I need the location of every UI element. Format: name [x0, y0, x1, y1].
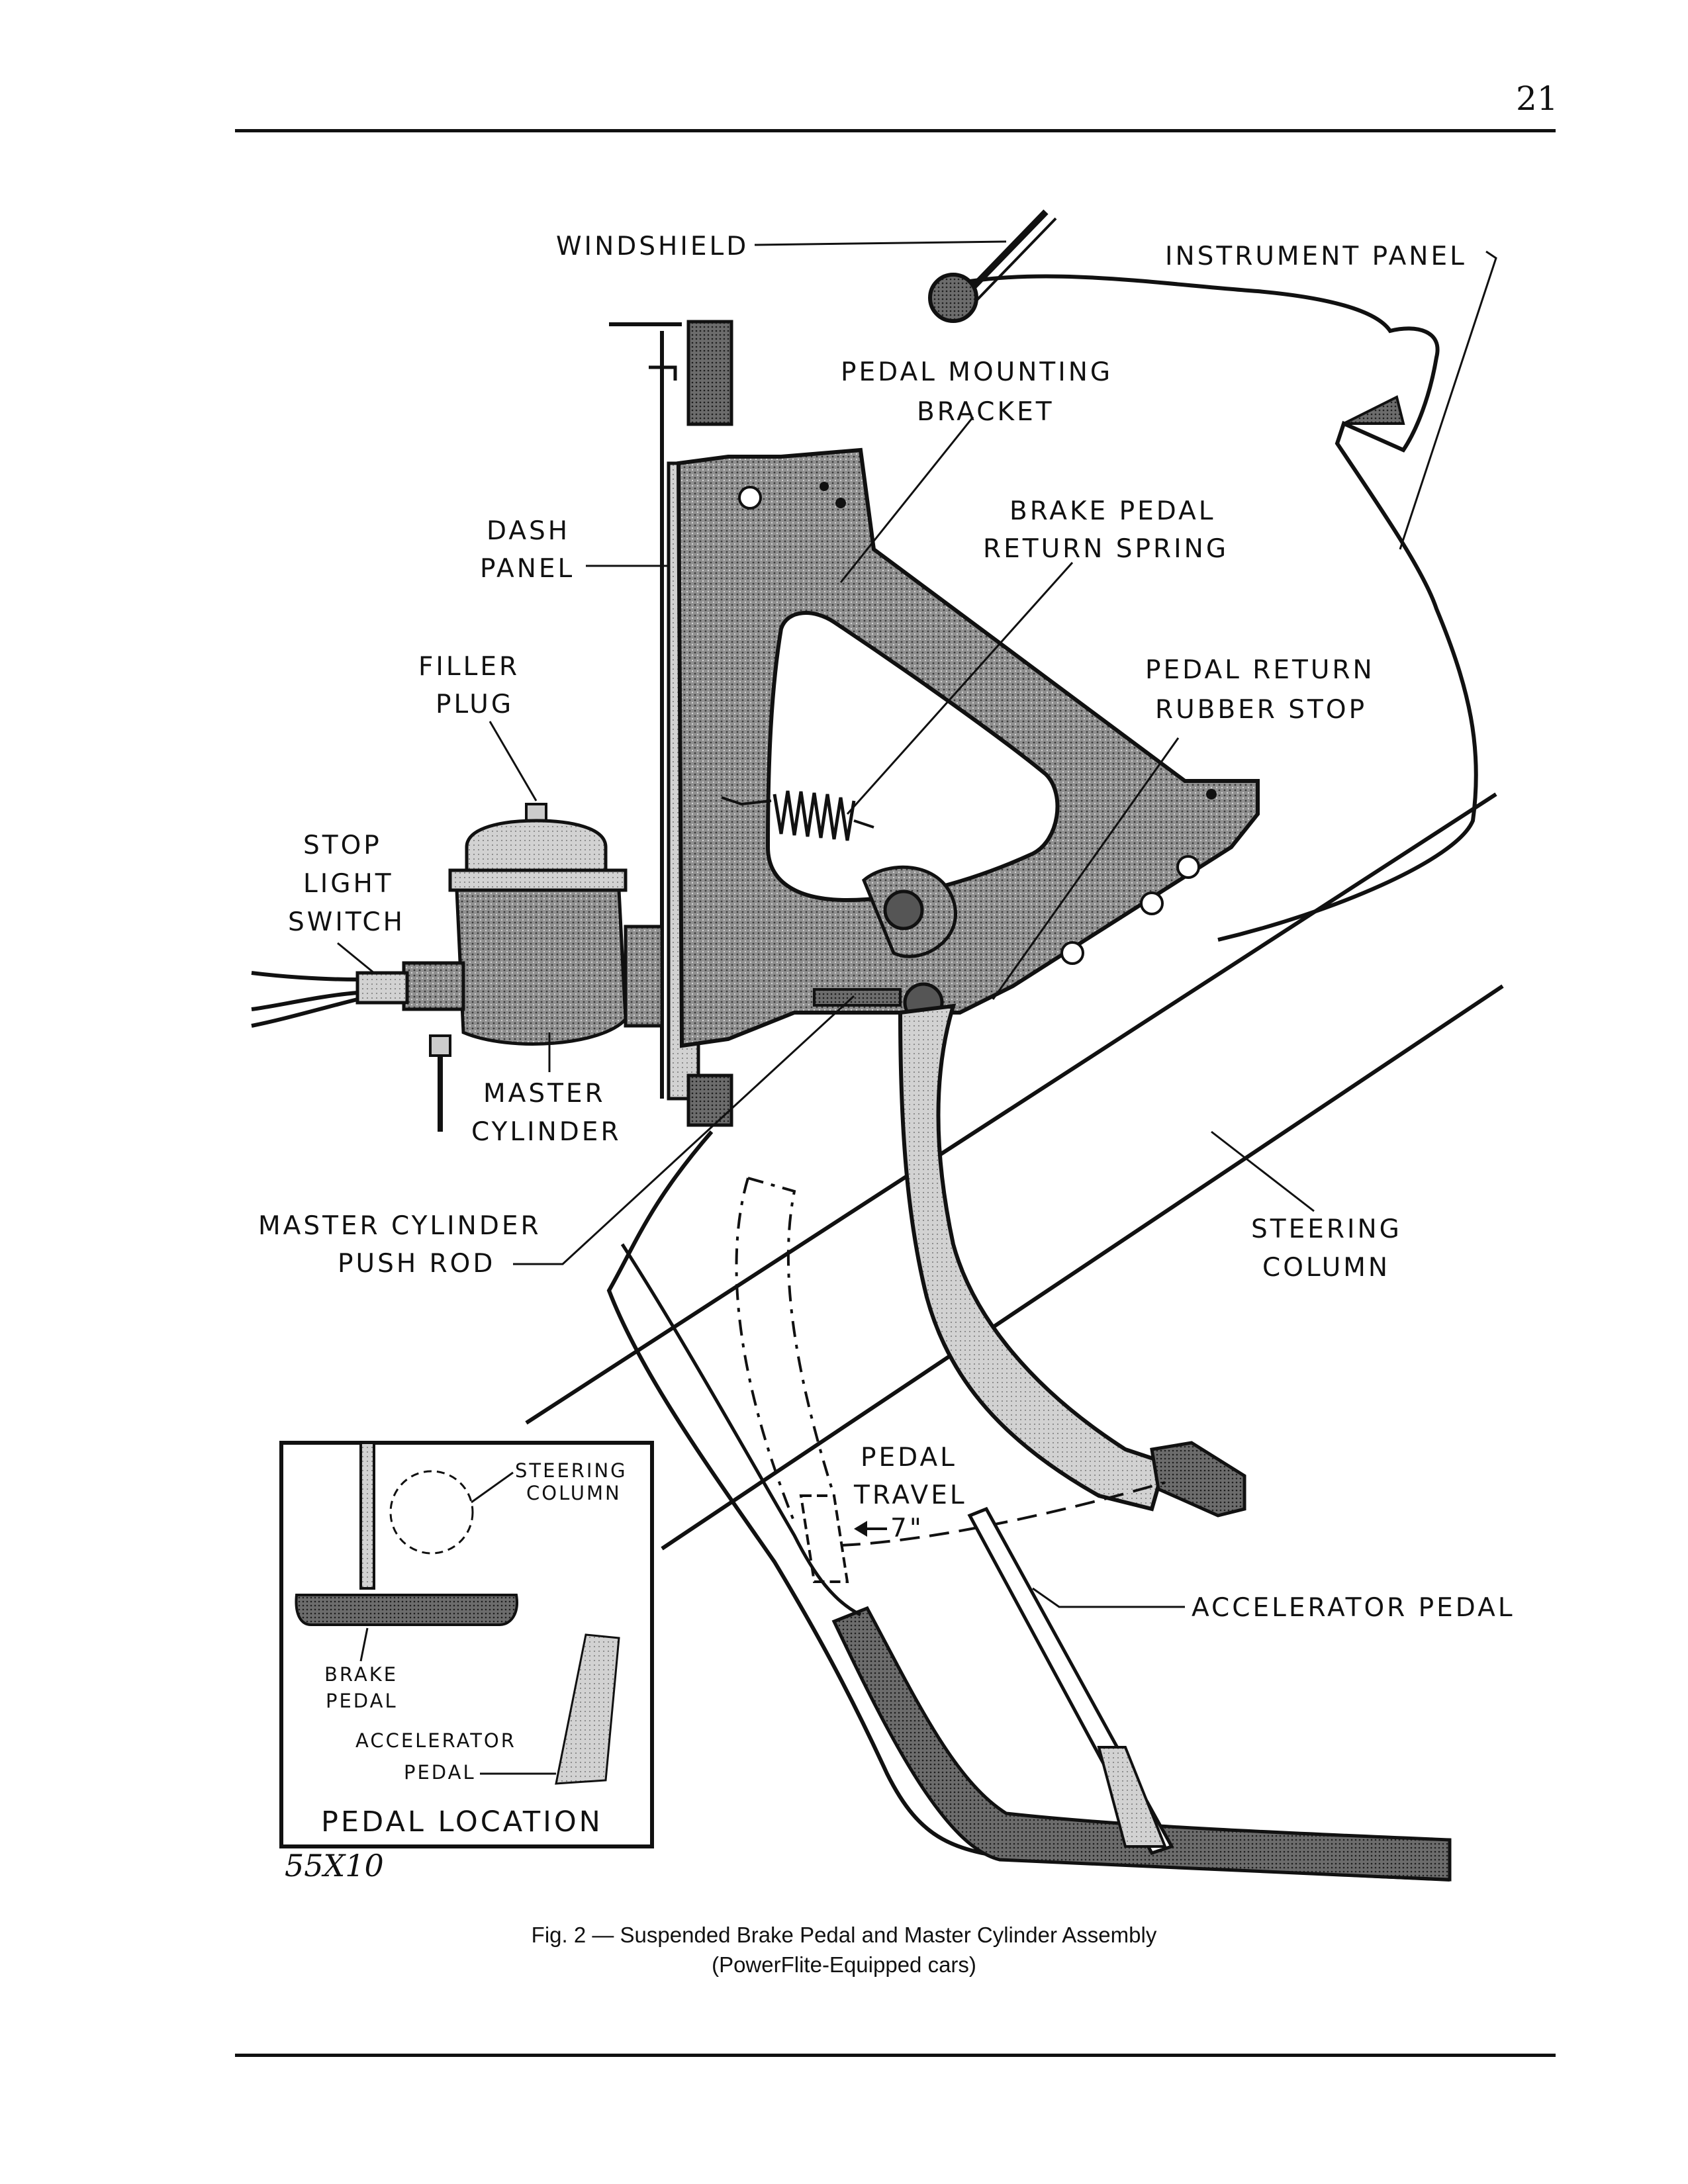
inset-title: PEDAL LOCATION [321, 1805, 603, 1839]
label-filler-plug-2: PLUG [436, 690, 514, 719]
label-pedal-mounting-bracket-2: BRACKET [917, 397, 1055, 427]
inset-label-steering-column-2: COLUMN [526, 1482, 622, 1504]
label-pedal-travel-1: PEDAL [861, 1443, 957, 1473]
inset-label-accelerator-pedal-1: ACCELERATOR [355, 1729, 516, 1752]
figure-caption-line-1: Fig. 2 — Suspended Brake Pedal and Maste… [531, 1923, 1157, 1947]
label-brake-pedal-return-spring-2: RETURN SPRING [983, 534, 1229, 564]
instrument-panel-shape [969, 274, 1478, 942]
label-pedal-mounting-bracket-1: PEDAL MOUNTING [841, 357, 1113, 387]
pedal-location-inset: STEERING COLUMN BRAKE PEDAL ACCELERATOR … [279, 1441, 654, 1848]
label-push-rod-1: MASTER CYLINDER [258, 1211, 541, 1241]
steering-column-shape [525, 792, 1504, 1551]
figure-caption-line-2: (PowerFlite-Equipped cars) [712, 1952, 976, 1977]
label-instrument-panel: INSTRUMENT PANEL [1165, 242, 1467, 271]
label-master-cylinder-1: MASTER [483, 1079, 606, 1109]
label-pedal-return-rubber-stop-1: PEDAL RETURN [1145, 655, 1375, 685]
header-rule [235, 129, 1556, 132]
footer-rule [235, 2054, 1556, 2057]
stop-light-switch-shape [251, 971, 409, 1028]
label-pedal-return-rubber-stop-2: RUBBER STOP [1155, 695, 1367, 725]
label-filler-plug-1: FILLER [418, 652, 520, 682]
inset-label-steering-column-1: STEERING [515, 1459, 628, 1482]
inset-steering-column-outline [389, 1470, 474, 1555]
label-brake-pedal-return-spring-1: BRAKE PEDAL [1009, 496, 1215, 526]
inset-brake-pedal-shape [295, 1594, 518, 1626]
label-accelerator-pedal: ACCELERATOR PEDAL [1192, 1593, 1515, 1623]
push-rod-shape [813, 988, 902, 1007]
return-spring-shape [721, 790, 874, 841]
pedal-mounting-bracket-shape [676, 447, 1260, 1048]
floor-pan-shape [606, 1130, 1452, 1882]
brake-pedal-shape [862, 865, 1246, 1518]
inset-label-brake-pedal-1: BRAKE [324, 1663, 398, 1686]
label-stop-light-switch-1: STOP [303, 831, 382, 860]
label-steering-column-1: STEERING [1251, 1214, 1402, 1244]
label-stop-light-switch-3: SWITCH [288, 907, 405, 937]
label-pedal-travel-value: 7" [890, 1514, 924, 1543]
label-dash-panel-2: PANEL [480, 554, 575, 584]
master-cylinder-shape [402, 803, 664, 1132]
label-stop-light-switch-2: LIGHT [303, 869, 394, 899]
inset-label-brake-pedal-2: PEDAL [326, 1690, 398, 1712]
accelerator-pedal-shape [967, 1506, 1174, 1856]
label-steering-column-2: COLUMN [1262, 1253, 1390, 1283]
figure-code: 55X10 [285, 1848, 384, 1884]
inset-label-accelerator-pedal-2: PEDAL [404, 1761, 476, 1784]
leader-lines [337, 240, 1497, 1608]
label-windshield: WINDSHIELD [556, 232, 749, 261]
page-number: 21 [1516, 79, 1558, 118]
windshield-shape [928, 209, 1057, 323]
label-push-rod-2: PUSH ROD [338, 1249, 495, 1279]
label-master-cylinder-2: CYLINDER [471, 1117, 622, 1147]
label-pedal-travel-2: TRAVEL [853, 1480, 967, 1510]
inset-accelerator-pedal-shape [555, 1633, 620, 1785]
label-dash-panel-1: DASH [487, 516, 570, 546]
